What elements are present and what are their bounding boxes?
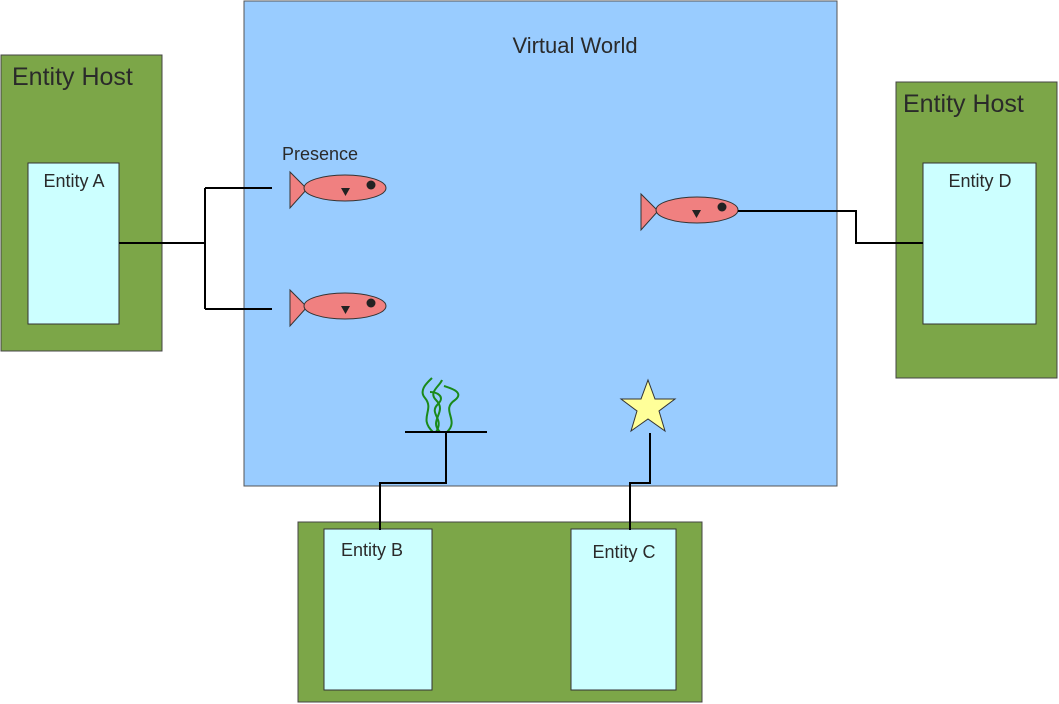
fish-icon <box>289 170 387 210</box>
entity-d-label: Entity D <box>948 171 1011 191</box>
entity-b-box <box>323 528 433 691</box>
star-icon <box>619 378 677 433</box>
entity-a-label: Entity A <box>43 171 104 191</box>
connector-entity-a <box>119 187 272 310</box>
fish-icon <box>640 192 739 232</box>
entity-a-box <box>27 162 120 325</box>
virtual-world-box <box>243 0 838 487</box>
entity-host-left-title: Entity Host <box>12 63 133 91</box>
virtual-world-title: Virtual World <box>512 33 637 58</box>
entity-d-box <box>922 162 1037 325</box>
seaweed-icon <box>421 377 460 433</box>
connector-entity-d <box>738 210 923 244</box>
connector-entity-b <box>379 432 447 530</box>
fish-icon <box>289 288 387 328</box>
entity-c-label: Entity C <box>592 542 655 562</box>
presence-label: Presence <box>282 144 358 164</box>
connector-entity-c <box>629 433 651 530</box>
entity-c-box <box>570 528 677 691</box>
entity-host-right-title: Entity Host <box>903 90 1024 118</box>
entity-b-label: Entity B <box>341 540 403 560</box>
